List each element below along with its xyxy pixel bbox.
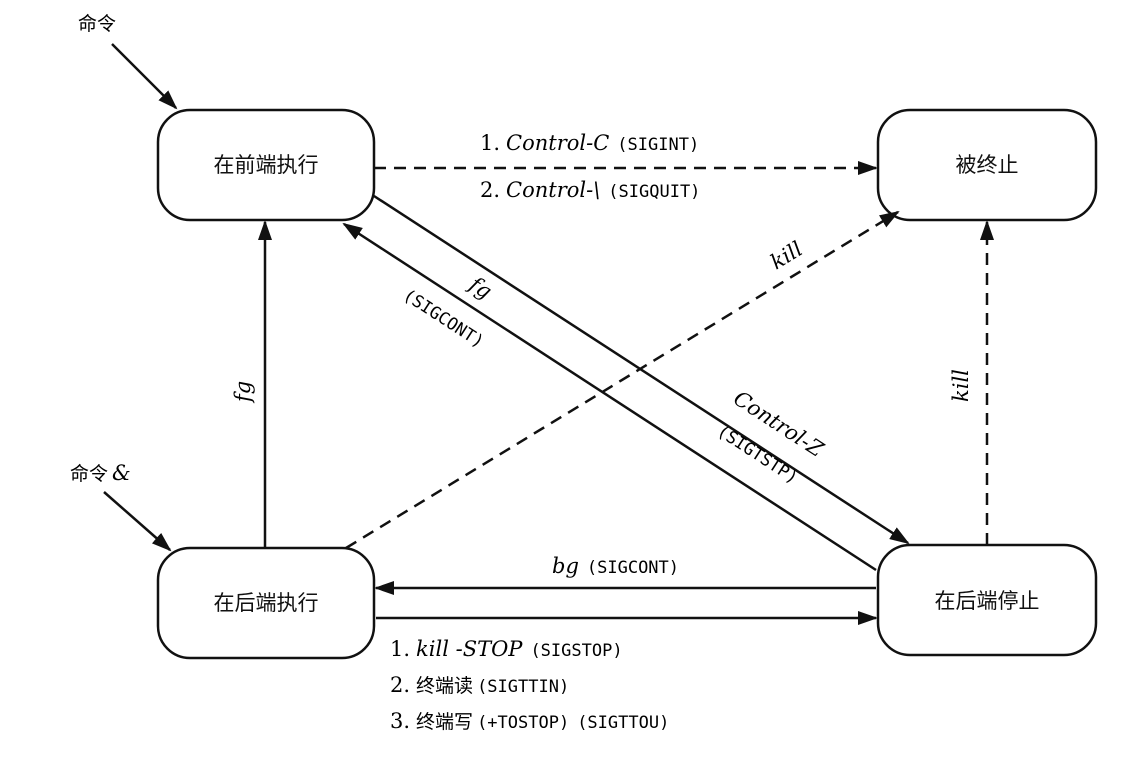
transition-label-line1: 1.Control-C (SIGINT) [480, 131, 699, 155]
transition-command-label: fg [464, 271, 497, 304]
transition-label-line2: 2.Control-\ (SIGQUIT) [480, 178, 700, 202]
entry-label: 命令 [78, 13, 116, 35]
entry-background-command: 命令& [70, 461, 172, 552]
list-number: 1. [390, 637, 410, 661]
command-name: bg [552, 554, 579, 578]
transition-arrow [345, 210, 900, 550]
option-flag: (+TOSTOP) [477, 713, 569, 733]
transition-bg-to-stopped: 1.kill -STOP (SIGSTOP) 2. 终端读(SIGTTIN) 3. 终… [376, 611, 878, 733]
transition-label: bg (SIGCONT) [552, 554, 679, 578]
transition-bg-to-terminated: kill [345, 210, 900, 550]
entry-foreground-command: 命令 [78, 13, 178, 110]
transition-command-label: fg [231, 381, 255, 404]
transition-command-label: kill [949, 369, 973, 402]
state-label: 在前端执行 [214, 153, 319, 177]
condition-text: 终端读 [416, 675, 473, 697]
entry-label-group: 命令& [70, 461, 131, 485]
signal-name: (SIGINT) [617, 135, 699, 155]
signal-name: (SIGTTIN) [477, 677, 569, 697]
state-background-stopped: 在后端停止 [876, 543, 1098, 657]
signal-name: (SIGCONT) [587, 558, 679, 578]
signal-name: (SIGTTOU) [577, 713, 669, 733]
transition-label-line2: 2. 终端读(SIGTTIN) [390, 673, 569, 697]
transition-command-label: kill [766, 237, 807, 275]
list-number: 1. [480, 131, 500, 155]
transition-stopped-to-terminated: kill [949, 220, 994, 545]
state-terminated: 被终止 [876, 108, 1098, 222]
signal-name: (SIGSTOP) [530, 641, 622, 661]
state-foreground-running: 在前端执行 [156, 108, 376, 222]
transition-stopped-to-fg: fg (SIGCONT) [342, 222, 877, 572]
entry-label: 命令 [70, 463, 108, 485]
command-name: kill -STOP [416, 637, 523, 661]
transition-bg-to-fg: fg [231, 220, 272, 548]
transition-label-line3: 3. 终端写(+TOSTOP) (SIGTTOU) [390, 709, 669, 733]
signal-name: (SIGQUIT) [608, 182, 700, 202]
key-combo: Control-\ [506, 178, 600, 202]
list-number: 3. [390, 709, 410, 733]
ampersand-glyph: & [112, 461, 131, 485]
transition-fg-to-terminated: 1.Control-C (SIGINT) 2.Control-\ (SIGQUIT) [374, 131, 878, 202]
state-label: 被终止 [956, 153, 1019, 177]
entry-arrow [111, 43, 178, 110]
transition-arrow [342, 222, 877, 572]
condition-text: 终端写 [416, 711, 473, 733]
entry-arrow [103, 491, 172, 552]
state-label: 在后端停止 [935, 589, 1040, 613]
key-combo: Control-C [506, 131, 609, 155]
state-label: 在后端执行 [214, 591, 319, 615]
transition-stopped-to-bg: bg (SIGCONT) [374, 554, 876, 595]
list-number: 2. [480, 178, 500, 202]
state-background-running: 在后端执行 [156, 546, 376, 660]
transition-label-line1: 1.kill -STOP (SIGSTOP) [390, 637, 623, 661]
list-number: 2. [390, 673, 410, 697]
